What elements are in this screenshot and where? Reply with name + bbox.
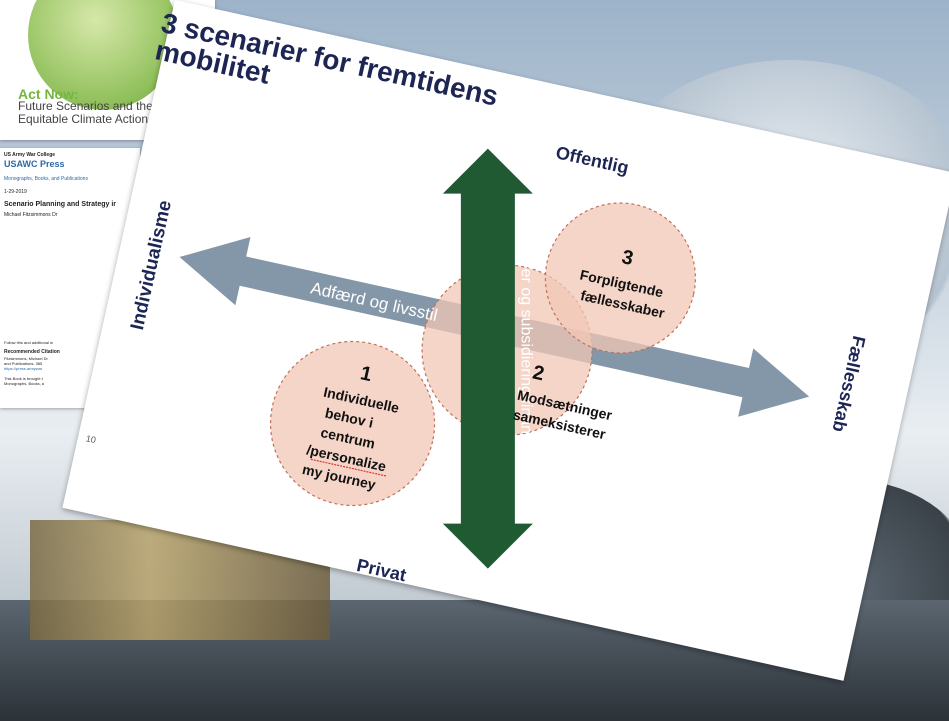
scenario-3-number: 3 <box>620 246 636 270</box>
doc-heading: Act Now: <box>18 86 79 102</box>
doc-org: US Army War College <box>4 152 56 158</box>
doc-citation-heading: Recommended Citation <box>4 349 60 355</box>
scenario-2-number: 2 <box>531 362 547 386</box>
spellcheck-underline <box>310 458 388 477</box>
doc-footer-line: Monographs, Books, a <box>4 381 45 386</box>
scenario-circle-1 <box>269 340 436 507</box>
doc-follow: Follow this and additional w <box>4 340 53 345</box>
scenario-1-number: 1 <box>358 362 374 386</box>
scenario-circle-3 <box>544 202 696 354</box>
doc-author: Michael Fitzsimmons Dr <box>4 212 58 218</box>
doc-citation-line: Fitzsimmons, Michael Dr <box>4 356 48 361</box>
doc-title: Scenario Planning and Strategy ir <box>4 201 117 208</box>
slide-page-number: 10 <box>85 433 97 445</box>
doc-citation-line: and Publications. 385 <box>4 361 43 366</box>
doc-date: 1-29-2019 <box>4 189 27 195</box>
vertical-axis-arrow <box>442 148 533 569</box>
doc-section-link[interactable]: Monographs, Books, and Publications <box>4 176 88 182</box>
doc-citation-link[interactable]: https://press.armywar <box>4 366 43 371</box>
vertical-arrow-label: Aktører og subsidiering/finansiering <box>517 230 534 481</box>
doc-footer-line: This Book is brought t <box>4 376 43 381</box>
doc-press: USAWC Press <box>4 159 65 169</box>
